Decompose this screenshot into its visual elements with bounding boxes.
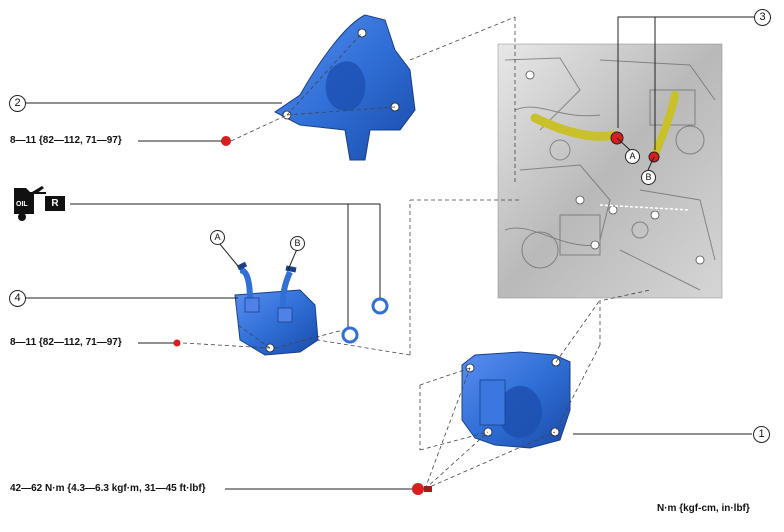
part4-oil-cooler [234,261,319,356]
callout-point-a-photo: A [625,149,640,164]
bolt-middle [173,339,181,347]
callout-point-a-cooler: A [210,230,225,245]
callout-part4: 4 [9,290,26,307]
callout-point-b-photo: B [641,170,656,185]
oil-can-icon: OIL [12,186,52,222]
callout-part2: 2 [9,95,26,112]
bolt-top [221,136,231,146]
bolt-bottom [412,483,432,495]
engine-photo [497,43,723,299]
leader-lines [24,16,754,490]
o-ring-lower [341,326,359,344]
oil-badge: R [45,196,65,211]
torque-spec-top: 8—11 {82—112, 71—97} [10,135,122,146]
callout-part1: 1 [753,426,770,443]
part1-bracket [461,351,571,449]
o-ring-upper [371,297,389,315]
torque-spec-middle: 8—11 {82—112, 71—97} [10,337,122,348]
part2-bracket [274,14,416,161]
units-note: N·m {kgf-cm, in·lbf} [657,503,750,514]
dashed-lines [182,16,651,490]
oil-text: OIL [16,201,28,208]
callout-part3: 3 [754,9,771,26]
callout-point-b-cooler: B [290,236,305,251]
torque-spec-bottom: 42—62 N·m {4.3—6.3 kgf·m, 31—45 ft·lbf} [10,483,206,494]
